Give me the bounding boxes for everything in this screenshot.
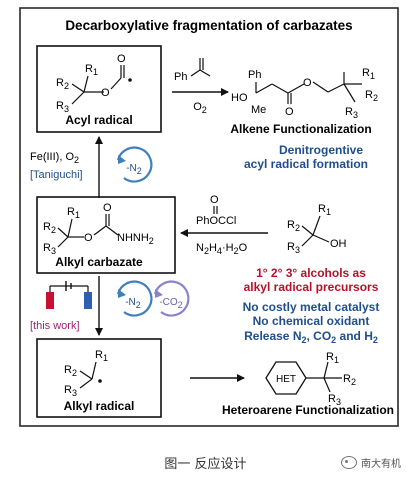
minus-co2-text: -CO2 [159,297,182,310]
no-costly-catalyst: No costly metal catalyst [243,300,380,314]
wechat-icon [341,456,357,469]
product-r3: R3 [345,106,358,120]
electrochemical-cell-icon [46,281,92,309]
atom-r1: R1 [85,63,98,77]
carbazate-o-carbonyl: O [103,202,112,214]
alkyl-radical-box [36,338,162,418]
atom-r3: R3 [56,100,69,114]
reagent-ph: Ph [174,71,187,83]
product-ph: Ph [248,69,261,81]
product-me: Me [251,104,266,116]
atom-o-top: O [117,53,126,65]
product-r2: R2 [365,89,378,103]
this-work-label: [this work] [30,320,80,332]
alcohol-r3: R3 [287,241,300,255]
cathode-electrode [84,292,92,309]
carbazate-r3: R3 [43,242,56,256]
alkyl-radical-label: Alkyl radical [64,399,135,413]
product-o-carbonyl: O [285,106,294,118]
alcohol-structure: R1 R2 R3 OH [287,203,347,255]
alcohols-line-2: alkyl radical precursors [244,280,379,294]
acyl-radical-label: Acyl radical [65,113,132,127]
radical-r2: R2 [64,364,77,378]
alkene-product-structure: Ph HO Me O O R1 R2 R3 [231,67,378,120]
alkyl-carbazate-box [36,196,176,274]
carbazate-o-ester: O [84,232,93,244]
alcohol-r1: R1 [318,203,331,217]
radical-dot [128,78,132,82]
phoccl-reagent: O PhOCCl [196,194,236,227]
watermark-text: 南大有机 [361,459,401,470]
het-r3: R3 [328,393,341,407]
atom-o: O [101,87,110,99]
het-r2: R2 [343,373,356,387]
anode-electrode [46,292,54,309]
radical-r1: R1 [95,349,108,363]
het-label: HET [276,374,296,385]
heteroarene-product-structure: HET R1 R2 R3 [265,351,356,407]
atom-r2: R2 [56,77,69,91]
denitrogentive-line-2: acyl radical formation [244,157,368,171]
alkyl-radical-dot [98,379,102,383]
heteroarene-functionalization-heading: Heteroarene Functionalization [222,403,394,417]
carbazate-r1: R1 [67,206,80,220]
scheme-title: Decarboxylative fragmentation of carbaza… [65,18,352,33]
minus-n2-lower-text: -N2 [125,297,141,310]
o2-label: O2 [193,101,207,115]
het-r1: R1 [326,351,339,365]
acyl-radical-structure: R1 R2 R3 O O [56,53,132,114]
minus-n2-upper-text: -N2 [126,163,142,176]
alcohols-line-1: 1° 2° 3° alcohols as [256,266,366,280]
taniguchi-label: [Taniguchi] [30,169,83,181]
minus-co2-cycle: -CO2 [153,280,190,317]
phoccl-o: O [210,194,219,206]
alkyl-carbazate-label: Alkyl carbazate [55,255,143,269]
no-chemical-oxidant: No chemical oxidant [253,314,370,328]
carbazate-nhnh2: NHNH2 [117,232,154,246]
acyl-radical-box [36,45,162,133]
carbazate-r2: R2 [43,221,56,235]
phoccl-text: PhOCCl [196,215,236,227]
product-o-ester: O [303,77,312,89]
wechat-watermark: 南大有机 [341,455,401,470]
alcohol-r2: R2 [287,219,300,233]
outer-frame [19,7,399,427]
alkyl-radical-structure: R1 R2 R3 [64,349,108,398]
fe-o2-label: Fe(III), O2 [30,151,79,165]
hydrazine-label: N2H4·H2O [196,242,248,256]
alpha-methylstyrene: Ph [174,58,211,83]
minus-n2-cycle-upper: -N2 [116,146,153,183]
radical-r3: R3 [64,384,77,398]
denitrogentive-line-1: Denitrogentive [279,143,363,157]
alkene-functionalization-heading: Alkene Functionalization [230,122,371,136]
minus-n2-cycle-lower: -N2 [116,280,153,317]
release-gases: Release N2, CO2 and H2 [244,329,378,345]
alcohol-oh: OH [330,238,347,250]
figure-caption: 图一 反应设计 [164,457,247,472]
product-r1: R1 [362,67,375,81]
product-ho: HO [231,92,248,104]
alkyl-carbazate-structure: R1 R2 R3 O O NHNH2 [43,202,154,256]
